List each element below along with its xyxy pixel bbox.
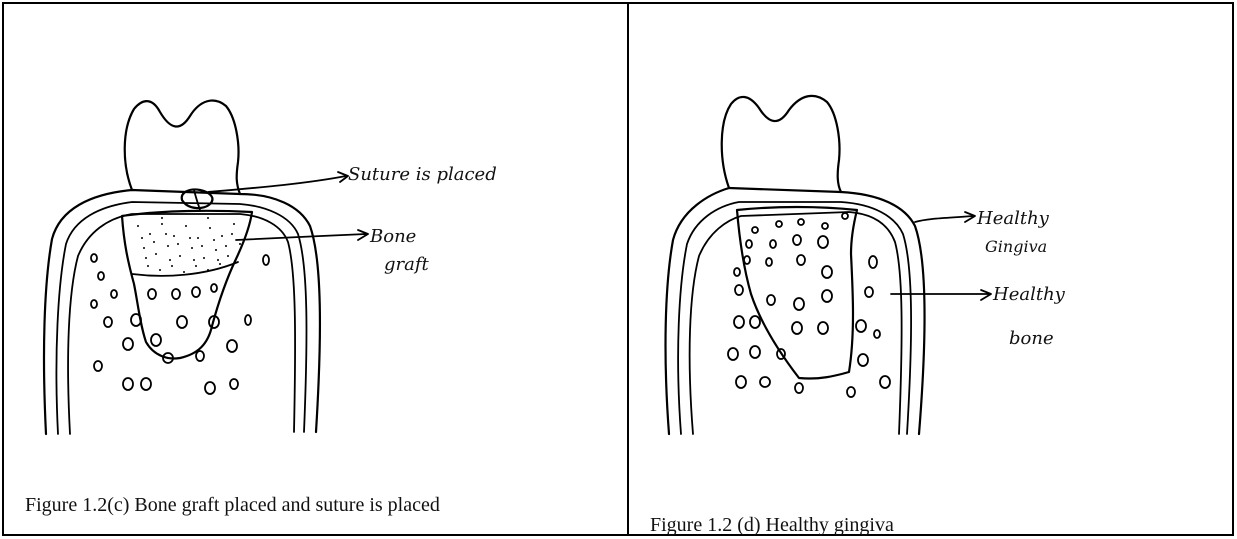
healthy-gingiva-sketch: Healthy Gingiva Healthy bone [629, 4, 1232, 504]
gingiva-arrow [915, 212, 975, 222]
tooth-crown [722, 96, 841, 192]
graft-upper-boundary [132, 262, 238, 276]
bone-graft-label-line2: graft [384, 254, 430, 275]
gingiva-outer [44, 190, 320, 434]
healthy-bone-label-line1: Healthy [992, 284, 1066, 305]
gingiva-outer [666, 188, 925, 434]
gingiva-inner [68, 214, 295, 434]
healthy-bone-label-line2: bone [1009, 328, 1054, 349]
gingiva-middle [56, 202, 306, 434]
figure-caption-d: Figure 1.2 (d) Healthy gingiva [650, 514, 894, 537]
bone-arrow [891, 290, 991, 300]
suture-arrow [208, 172, 348, 192]
bone-graft-label-line1: Bone [369, 226, 416, 247]
bone-graft-stipple [137, 217, 241, 273]
figure-panel-c: Suture is placed Bone graft Figure 1.2(c… [4, 4, 627, 534]
healthy-gingiva-label-line1: Healthy [976, 208, 1050, 229]
bone-graft-sketch: Suture is placed Bone graft [4, 4, 627, 484]
figure-caption-c: Figure 1.2(c) Bone graft placed and sutu… [25, 494, 440, 517]
healthy-gingiva-label-line2: Gingiva [985, 237, 1047, 256]
figure-panel-d: Healthy Gingiva Healthy bone Figure 1.2 … [629, 4, 1232, 534]
suture-label: Suture is placed [348, 164, 497, 185]
bone-graft-arrow [236, 230, 368, 240]
graft-defect-outline [122, 211, 252, 359]
bone-trabeculae [728, 213, 890, 397]
tooth-crown [125, 101, 240, 194]
